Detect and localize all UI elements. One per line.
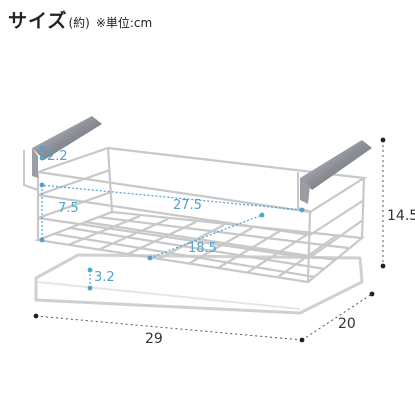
inner-depth-label: 18.5 [188,241,217,256]
right-shelf-clip [297,140,372,213]
clearance-label: 3.2 [94,270,115,285]
outer-dimension-guides [33,137,386,343]
floor-frame [34,253,364,315]
left-shelf-clip [23,116,102,191]
width-label: 29 [145,331,163,347]
page-title: サイズ(約) ※単位:cm [8,6,152,33]
inner-width-label: 27.5 [173,198,202,213]
approx-note: (約) [68,16,90,30]
title-text: サイズ [8,10,68,32]
depth-label: 20 [338,316,356,332]
inner-height-label: 7.5 [58,201,79,216]
unit-note: ※単位:cm [95,16,153,30]
wire-basket [33,146,368,284]
inner-dimension-guides [39,145,305,291]
height-label: 14.5 [387,208,415,224]
depth-small-label: 2.2 [47,149,68,164]
